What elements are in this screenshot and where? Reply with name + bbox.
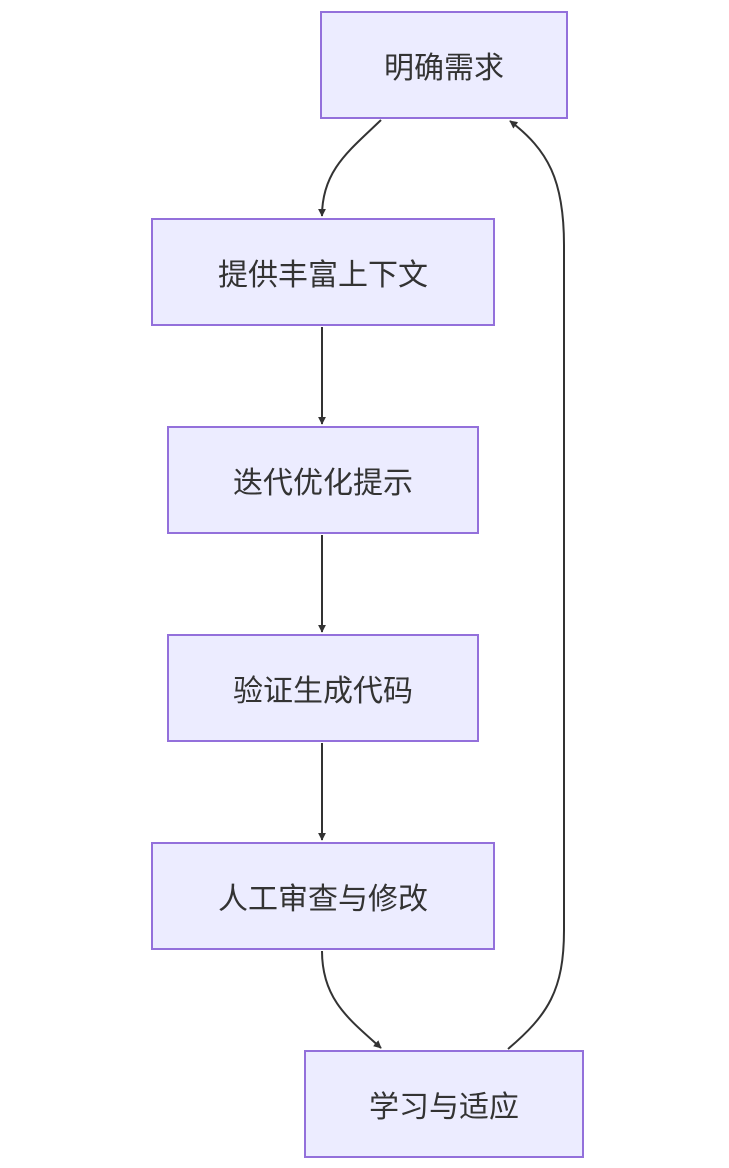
edge-n6-n1 [507, 120, 565, 1050]
node-label: 验证生成代码 [233, 674, 413, 709]
node-label: 提供丰富上下文 [218, 258, 428, 293]
node-learn-adapt: 学习与适应 [304, 1050, 584, 1158]
node-label: 明确需求 [384, 51, 504, 86]
node-label: 人工审查与修改 [218, 882, 428, 917]
node-provide-rich-context: 提供丰富上下文 [151, 218, 495, 326]
edge-n5-n6 [321, 950, 382, 1049]
node-iterate-optimize-prompt: 迭代优化提示 [167, 426, 479, 534]
node-clarify-requirements: 明确需求 [320, 11, 568, 119]
node-human-review-modify: 人工审查与修改 [151, 842, 495, 950]
edge-n1-n2 [318, 119, 382, 217]
node-verify-generated-code: 验证生成代码 [167, 634, 479, 742]
node-label: 迭代优化提示 [233, 466, 413, 501]
node-label: 学习与适应 [369, 1090, 519, 1125]
